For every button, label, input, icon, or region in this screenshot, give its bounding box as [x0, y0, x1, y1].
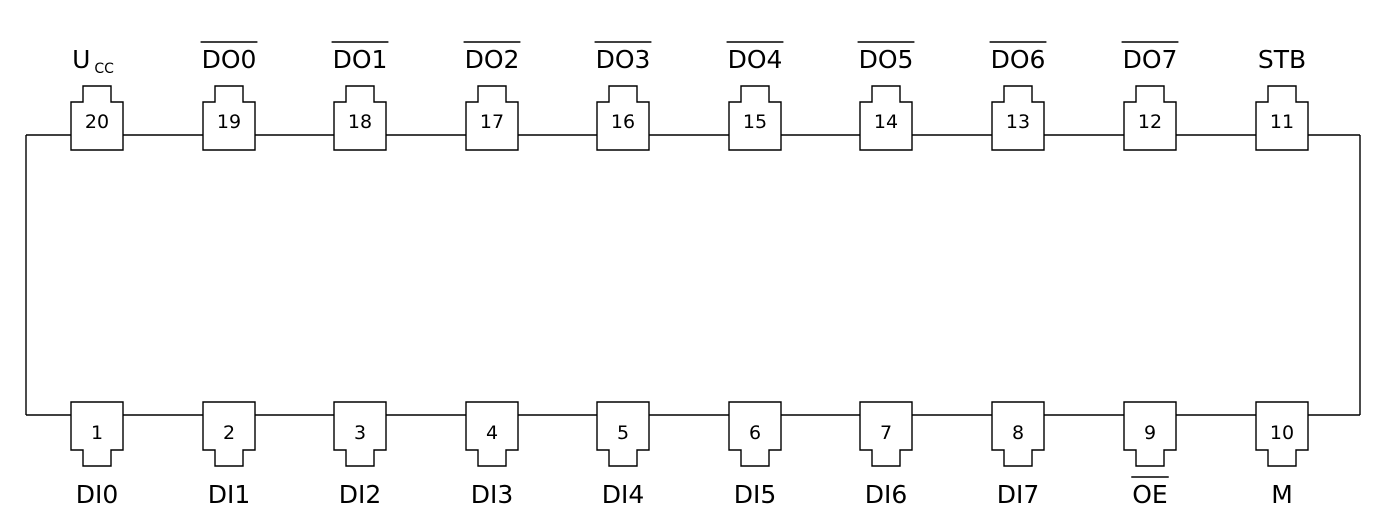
pin-number: 9 [1144, 422, 1156, 444]
pin-number: 13 [1006, 111, 1030, 133]
pin-label: DO5 [859, 45, 914, 74]
pin-13-pad [991, 85, 1045, 151]
pin-11: 11 STB [1255, 45, 1309, 151]
pin-14: 14 DO5 [857, 41, 915, 151]
pin-number: 2 [223, 422, 235, 444]
pin-label: DO0 [202, 45, 257, 74]
pin-6-pad [728, 401, 782, 467]
pin-label: DI7 [997, 480, 1040, 509]
pin-label: OE [1132, 480, 1167, 509]
pin-5-pad [596, 401, 650, 467]
pin-label: DI5 [734, 480, 777, 509]
pin-label: DO3 [596, 45, 651, 74]
pin-number: 6 [749, 422, 761, 444]
pin-label: DO2 [465, 45, 520, 74]
pin-14-pad [859, 85, 913, 151]
pin-17: 17 DO2 [463, 41, 521, 151]
pin-8-pad [991, 401, 1045, 467]
pin-number: 7 [880, 422, 892, 444]
pin-label-subscript: CC [94, 61, 114, 77]
pin-label: DO6 [991, 45, 1046, 74]
pin-number: 20 [85, 111, 109, 133]
pin-label: DO7 [1123, 45, 1178, 74]
pin-number: 16 [611, 111, 635, 133]
pin-label: DO1 [333, 45, 388, 74]
pin-12-pad [1123, 85, 1177, 151]
pin-number: 14 [874, 111, 898, 133]
pin-label: M [1271, 480, 1293, 509]
pin-label-main: U [72, 45, 90, 74]
pin-7-pad [859, 401, 913, 467]
pin-number: 15 [743, 111, 767, 133]
pin-19: 19 DO0 [200, 41, 258, 151]
pin-number: 18 [348, 111, 372, 133]
pin-15: 15 DO4 [726, 41, 784, 151]
pin-9-pad [1123, 401, 1177, 467]
pin-number: 17 [480, 111, 504, 133]
pin-number: 11 [1270, 111, 1294, 133]
pin-number: 8 [1012, 422, 1024, 444]
pin-18-pad [333, 85, 387, 151]
ic-body-outline [25, 134, 1361, 416]
pin-12: 12 DO7 [1121, 41, 1179, 151]
pin-number: 12 [1138, 111, 1162, 133]
pin-number: 19 [217, 111, 241, 133]
pin-18: 18 DO1 [331, 41, 389, 151]
pin-number: 1 [91, 422, 103, 444]
pin-19-pad [202, 85, 256, 151]
pin-label: DI3 [471, 480, 514, 509]
pin-4-pad [465, 401, 519, 467]
pin-16-pad [596, 85, 650, 151]
pin-10-pad [1255, 401, 1309, 467]
pin-16: 16 DO3 [594, 41, 652, 151]
pin-number: 4 [486, 422, 498, 444]
pin-label: STB [1258, 45, 1306, 74]
pin-label: DI4 [602, 480, 645, 509]
pin-number: 10 [1270, 422, 1294, 444]
pin-label: DI2 [339, 480, 382, 509]
pin-15-pad [728, 85, 782, 151]
pin-label: DI6 [865, 480, 908, 509]
pin-13: 13 DO6 [989, 41, 1047, 151]
pin-1-pad [70, 401, 124, 467]
pin-2-pad [202, 401, 256, 467]
pin-number: 3 [354, 422, 366, 444]
pin-17-pad [465, 85, 519, 151]
pin-9: 9OE [1123, 401, 1177, 509]
pin-20-pad [70, 85, 124, 151]
pin-label: DI1 [208, 480, 251, 509]
pin-10: 10M [1255, 401, 1309, 509]
pin-3-pad [333, 401, 387, 467]
pin-11-pad [1255, 85, 1309, 151]
pin-label: DO4 [728, 45, 783, 74]
pin-number: 5 [617, 422, 629, 444]
pin-label: DI0 [76, 480, 119, 509]
